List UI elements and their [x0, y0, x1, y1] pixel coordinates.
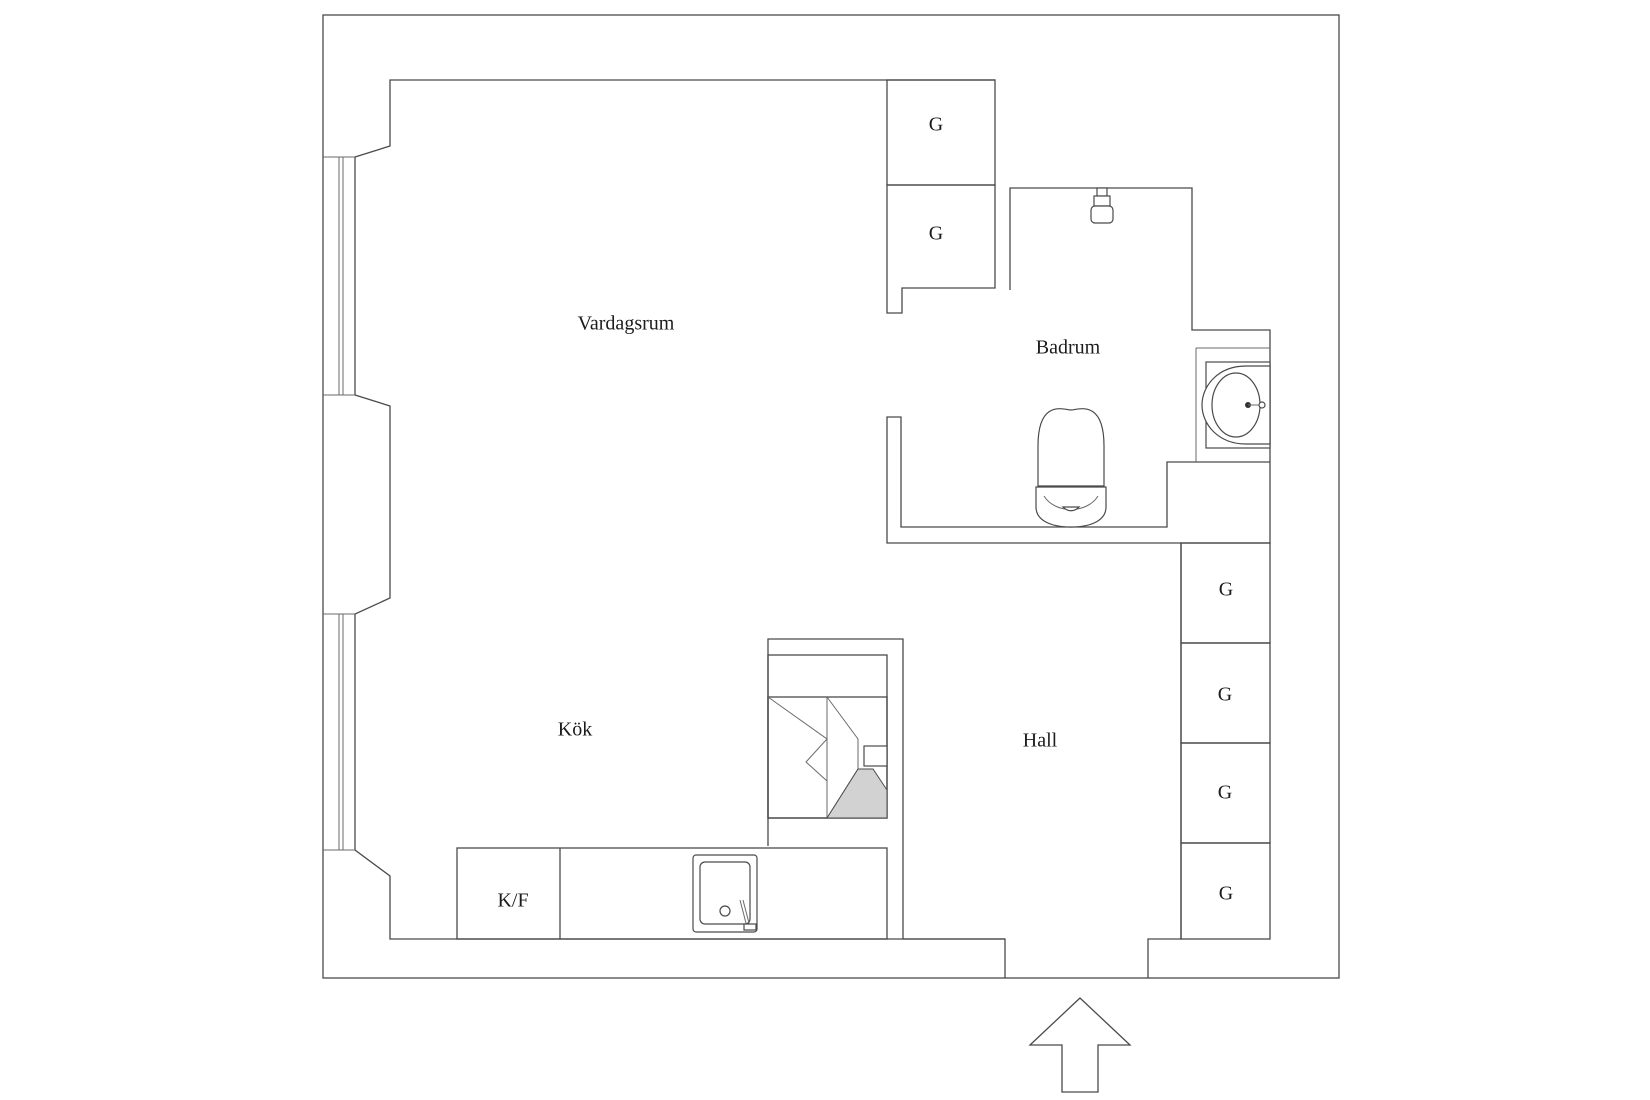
wardrobe-top-1: G	[886, 79, 996, 186]
wardrobe-label: G	[1219, 579, 1233, 601]
room-label-bath: Badrum	[1036, 337, 1101, 359]
room-label-kitchen: Kök	[558, 719, 592, 741]
left-window-lower	[323, 613, 355, 851]
bathroom-walls	[886, 187, 1271, 544]
room-label-hall: Hall	[1023, 730, 1058, 752]
left-window-upper	[323, 156, 355, 396]
wardrobe-label: G	[1218, 684, 1232, 706]
kitchen-counter	[456, 847, 888, 940]
sink-icon	[692, 854, 758, 933]
wardrobe-label: G	[1219, 883, 1233, 905]
wardrobe-hall-2: G	[1180, 642, 1271, 744]
wardrobe-hall-1: G	[1180, 542, 1271, 644]
toilet-icon	[1035, 408, 1107, 528]
wardrobe-label: G	[929, 114, 943, 136]
room-label-living: Vardagsrum	[578, 313, 675, 335]
entrance-arrow-icon	[1028, 997, 1132, 1093]
interior-outline	[354, 79, 1006, 978]
washbasin-icon	[1201, 361, 1271, 449]
stove-icon	[767, 696, 888, 819]
wardrobe-hall-4: G	[1180, 842, 1271, 940]
hall-walls	[903, 543, 1182, 978]
outer-boundary	[322, 14, 1340, 979]
shower-icon	[1090, 187, 1114, 224]
fridge-freezer-label: K/F	[497, 890, 528, 912]
wardrobe-label: G	[929, 223, 943, 245]
wardrobe-top-2: G	[886, 184, 996, 314]
washbasin-niche	[1195, 347, 1270, 462]
wardrobe-label: G	[1218, 782, 1232, 804]
wardrobe-hall-3: G	[1180, 742, 1271, 844]
